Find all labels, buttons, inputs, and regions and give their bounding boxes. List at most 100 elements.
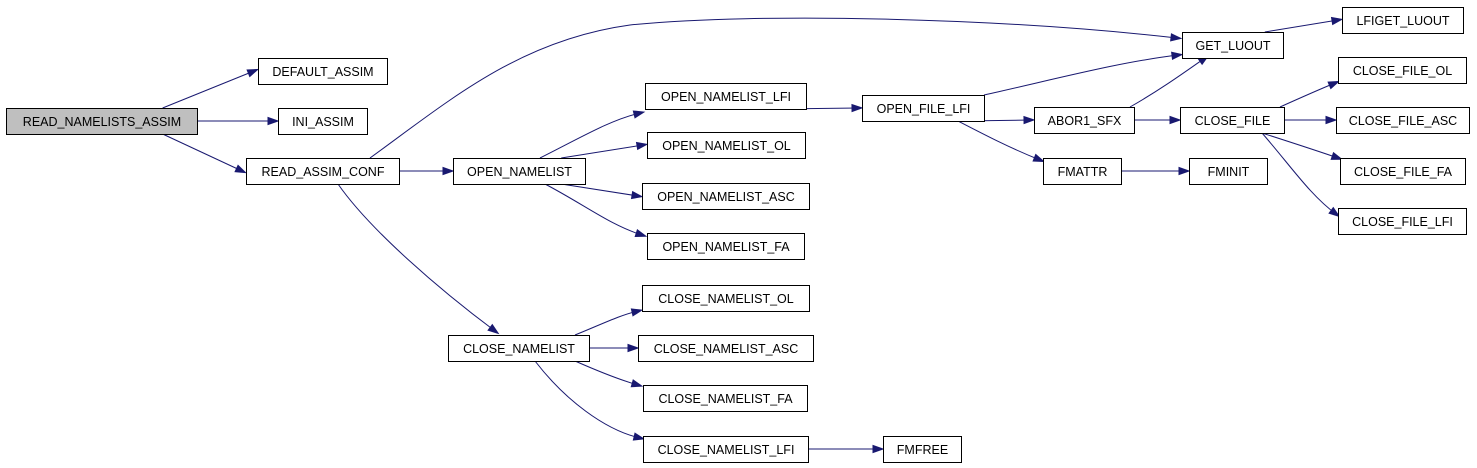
edge-close-namelist-to-close-namelist-asc (589, 343, 640, 353)
edge-line (337, 183, 496, 332)
edge-read-namelists-assim-to-default-assim (162, 68, 260, 109)
edge-line (574, 360, 639, 386)
node-box (1043, 158, 1122, 185)
edge-read-namelists-assim-to-ini-assim (197, 116, 280, 126)
node-close-file-asc[interactable]: CLOSE_FILE_ASC (1336, 107, 1470, 134)
edge-open-namelist-to-open-namelist-ol (561, 141, 649, 159)
node-close-namelist-lfi[interactable]: CLOSE_NAMELIST_LFI (643, 436, 809, 463)
node-open-file-lfi[interactable]: OPEN_FILE_LFI (862, 95, 985, 122)
node-read-namelists-assim[interactable]: READ_NAMELISTS_ASSIM (6, 108, 198, 135)
node-box (1338, 208, 1467, 235)
node-abor1-sfx[interactable]: ABOR1_SFX (1034, 107, 1135, 134)
node-box (1336, 107, 1470, 134)
node-box (638, 335, 814, 362)
node-close-file[interactable]: CLOSE_FILE (1180, 107, 1285, 134)
arrowhead (634, 229, 648, 238)
node-box (647, 132, 806, 159)
edge-line (1261, 132, 1337, 215)
edge-open-namelist-to-open-namelist-lfi (539, 110, 646, 159)
node-box (1180, 107, 1285, 134)
edge-line (1279, 82, 1336, 108)
node-read-assim-conf[interactable]: READ_ASSIM_CONF (246, 158, 400, 185)
node-label: READ_ASSIM_CONF (262, 165, 385, 179)
node-box (1342, 7, 1464, 34)
node-default-assim[interactable]: DEFAULT_ASSIM (258, 58, 388, 85)
node-open-namelist[interactable]: OPEN_NAMELIST (453, 158, 586, 185)
arrowhead (1169, 115, 1182, 125)
arrowhead (1327, 80, 1341, 90)
arrowhead (1023, 115, 1036, 125)
arrowhead (267, 116, 280, 126)
arrowhead (872, 444, 885, 454)
edge-line (544, 183, 643, 236)
edge-close-file-to-close-file-lfi (1261, 132, 1341, 218)
node-label: INI_ASSIM (292, 115, 354, 129)
node-box (647, 233, 805, 260)
node-box (643, 385, 808, 412)
node-label: OPEN_NAMELIST_FA (662, 240, 790, 254)
node-close-file-ol[interactable]: CLOSE_FILE_OL (1338, 57, 1467, 84)
edge-get-luout-to-lfiget-luout (1264, 16, 1344, 33)
node-box (246, 158, 400, 185)
arrowhead (1171, 51, 1184, 60)
node-open-namelist-lfi[interactable]: OPEN_NAMELIST_LFI (645, 83, 807, 110)
node-close-file-lfi[interactable]: CLOSE_FILE_LFI (1338, 208, 1467, 235)
edge-close-namelist-lfi-to-fmfree (808, 444, 885, 454)
node-ini-assim[interactable]: INI_ASSIM (278, 108, 368, 135)
node-open-namelist-asc[interactable]: OPEN_NAMELIST_ASC (642, 183, 810, 210)
node-label: READ_NAMELISTS_ASSIM (23, 115, 181, 129)
arrowhead (442, 166, 455, 176)
node-box (278, 108, 368, 135)
node-close-namelist-fa[interactable]: CLOSE_NAMELIST_FA (643, 385, 808, 412)
arrowhead (630, 190, 644, 200)
arrowhead (851, 103, 864, 113)
nodes-layer: READ_NAMELISTS_ASSIM DEFAULT_ASSIM INI_ASS… (6, 7, 1470, 463)
arrowhead (1170, 33, 1183, 42)
node-label: LFIGET_LUOUT (1356, 14, 1449, 28)
edge-close-namelist-to-close-namelist-lfi (534, 360, 646, 441)
arrowhead (1325, 115, 1338, 125)
node-close-namelist-ol[interactable]: CLOSE_NAMELIST_OL (642, 285, 810, 312)
edge-fmattr-to-fminit (1121, 166, 1191, 176)
node-label: OPEN_NAMELIST_LFI (661, 90, 791, 104)
edge-abor1-sfx-to-get-luout (1129, 54, 1210, 108)
node-fminit[interactable]: FMINIT (1189, 158, 1268, 185)
edge-line (1129, 57, 1206, 108)
node-lfiget-luout[interactable]: LFIGET_LUOUT (1342, 7, 1464, 34)
node-close-namelist-asc[interactable]: CLOSE_NAMELIST_ASC (638, 335, 814, 362)
edge-line (574, 310, 639, 336)
node-open-namelist-ol[interactable]: OPEN_NAMELIST_OL (647, 132, 806, 159)
node-fmattr[interactable]: FMATTR (1043, 158, 1122, 185)
edge-line (1261, 132, 1339, 159)
arrowhead (487, 323, 500, 335)
node-box (862, 95, 985, 122)
node-box (643, 436, 809, 463)
edge-close-file-to-close-file-asc (1284, 115, 1338, 125)
node-label: CLOSE_NAMELIST_ASC (654, 342, 799, 356)
node-open-namelist-fa[interactable]: OPEN_NAMELIST_FA (647, 233, 805, 260)
edges-layer (162, 16, 1344, 454)
node-get-luout[interactable]: GET_LUOUT (1182, 32, 1284, 59)
node-label: CLOSE_FILE_OL (1353, 64, 1452, 78)
edge-close-file-to-close-file-fa (1261, 132, 1344, 160)
node-close-file-fa[interactable]: CLOSE_FILE_FA (1340, 158, 1466, 185)
edge-read-namelists-assim-to-read-assim-conf (162, 133, 247, 174)
node-box (448, 335, 590, 362)
node-close-namelist[interactable]: CLOSE_NAMELIST (448, 335, 590, 362)
edge-read-assim-conf-to-open-namelist (399, 166, 455, 176)
arrowhead (630, 379, 644, 388)
edge-line (957, 120, 1041, 161)
node-label: CLOSE_NAMELIST (463, 342, 575, 356)
node-label: OPEN_FILE_LFI (877, 102, 971, 116)
node-label: CLOSE_NAMELIST_OL (658, 292, 794, 306)
arrowhead (632, 432, 646, 441)
arrowhead (630, 308, 644, 317)
node-label: OPEN_NAMELIST_OL (662, 139, 791, 153)
node-label: CLOSE_FILE (1195, 114, 1271, 128)
edge-line (162, 133, 243, 172)
edge-line (1264, 19, 1339, 33)
node-fmfree[interactable]: FMFREE (883, 436, 962, 463)
edge-close-file-to-close-file-ol (1279, 80, 1341, 108)
node-box (258, 58, 388, 85)
